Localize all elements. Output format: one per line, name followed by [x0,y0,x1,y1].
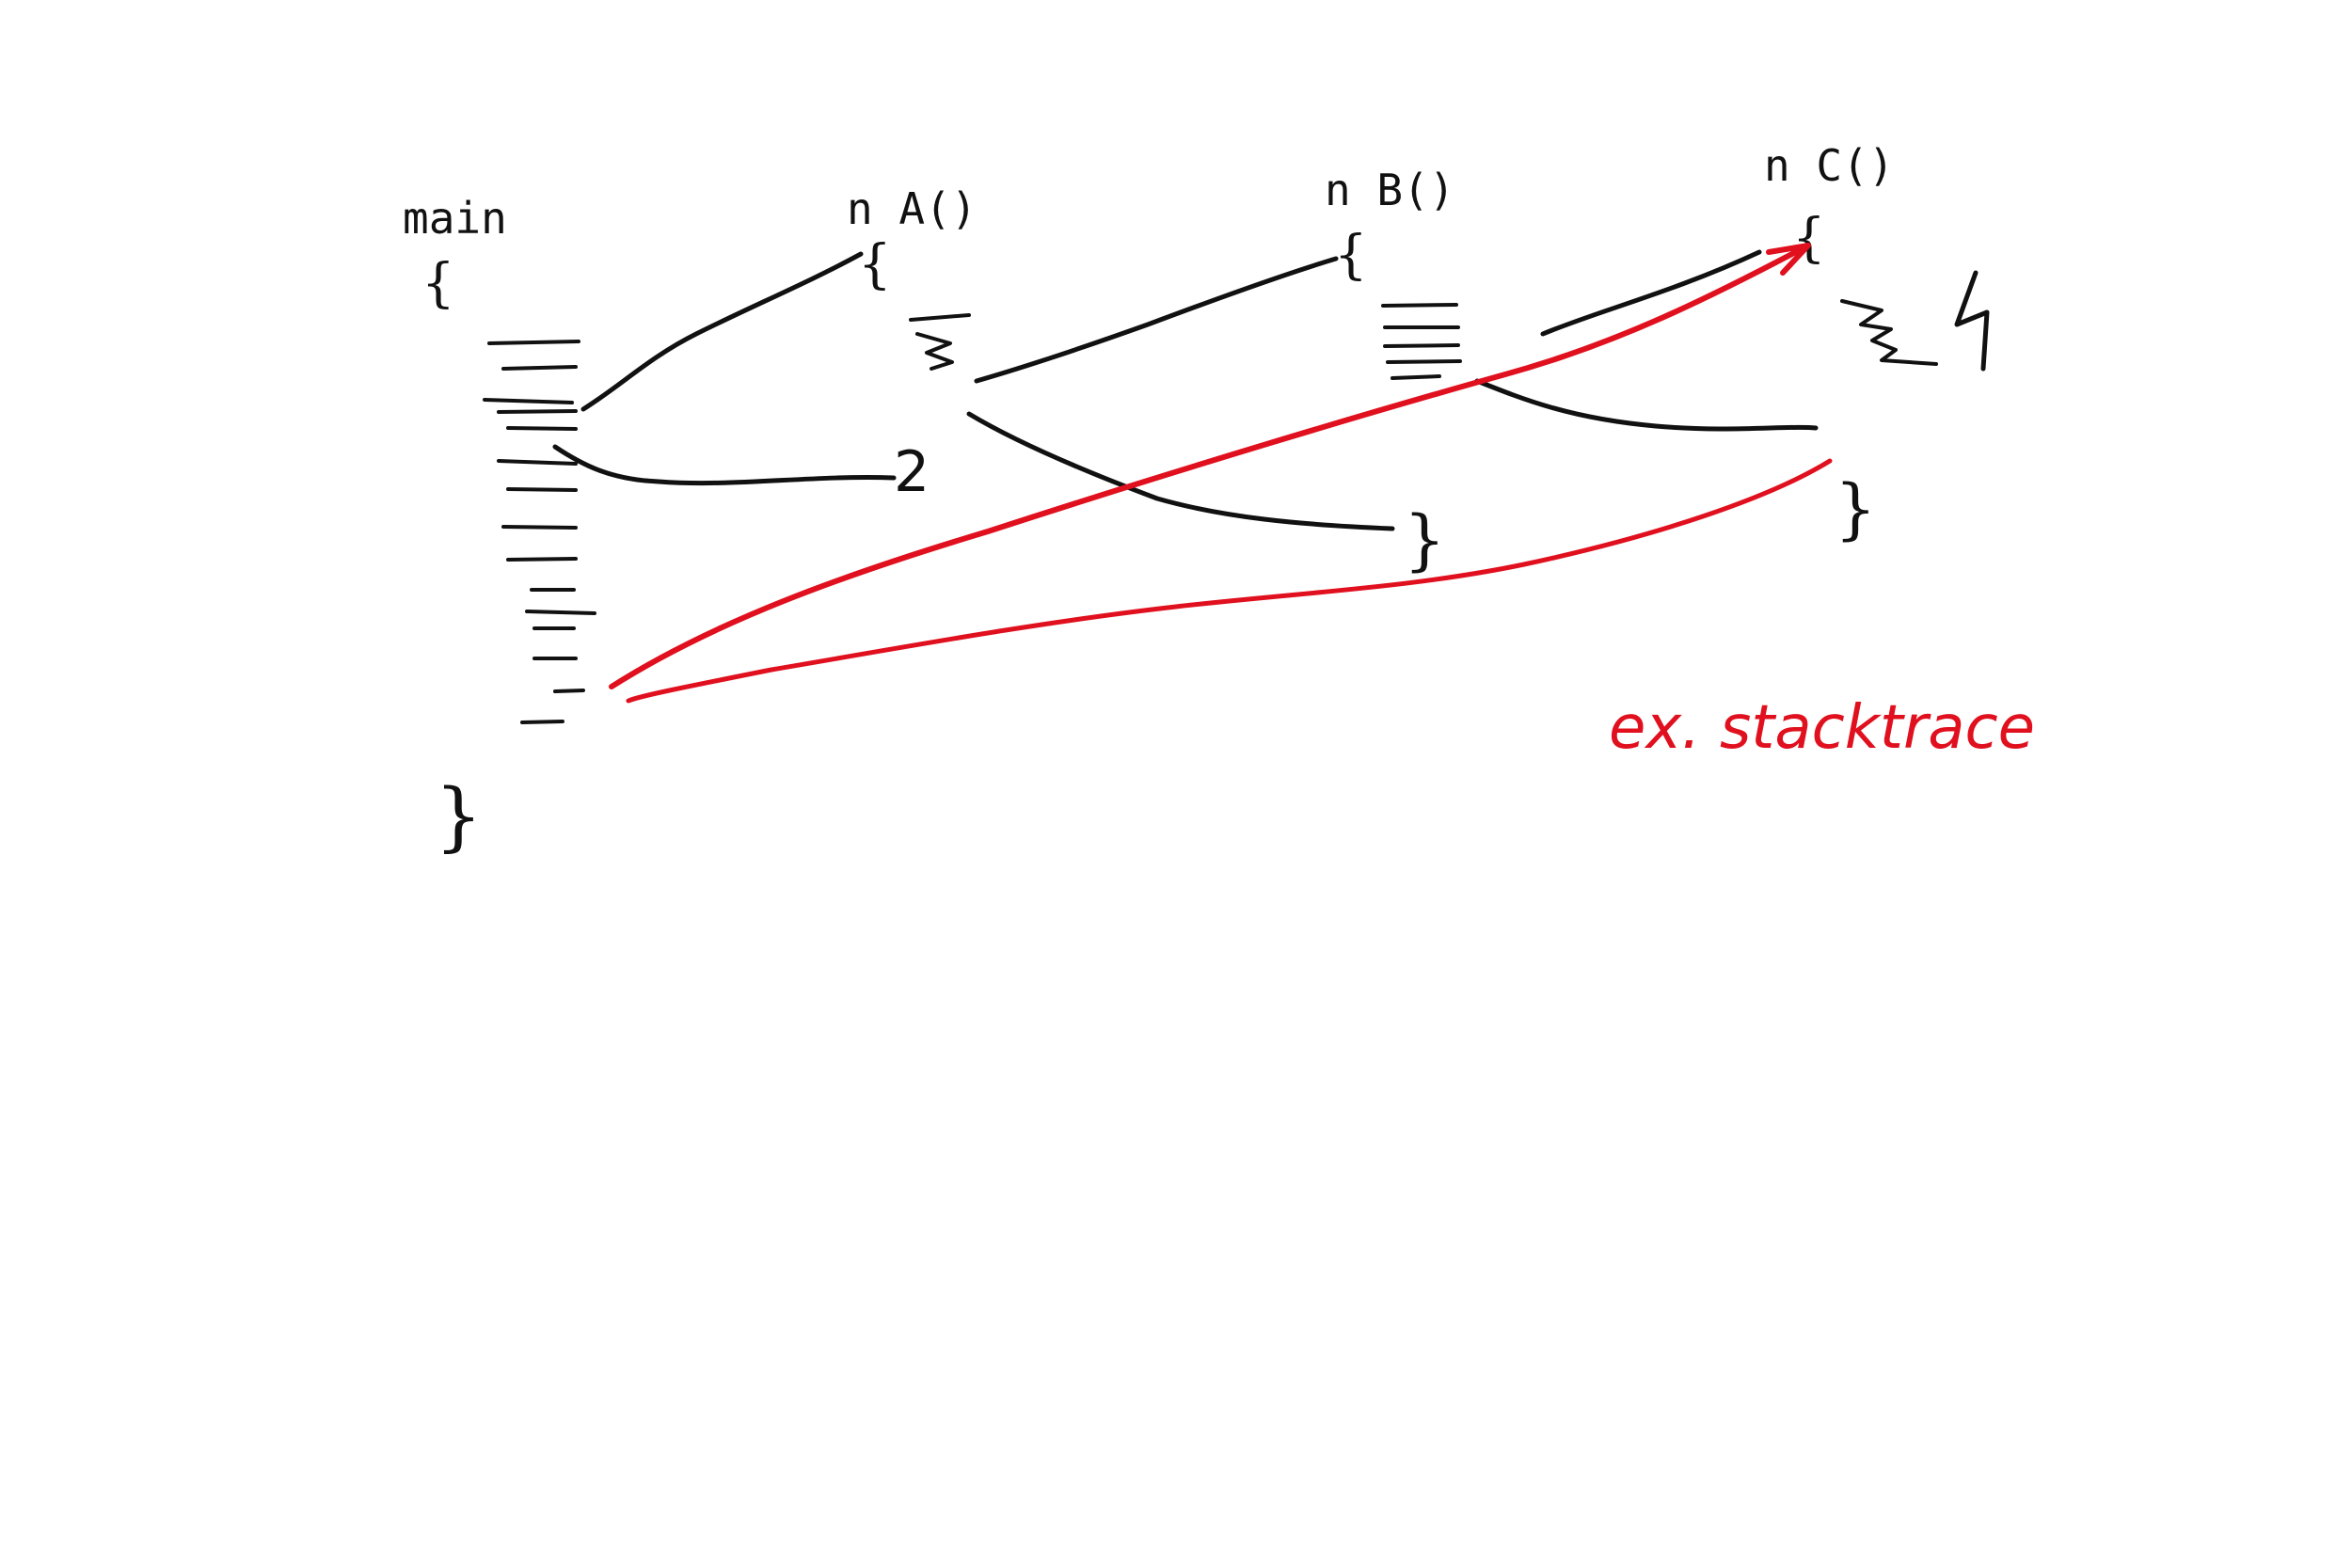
main-body-lines [483,340,596,724]
label-main: main [403,193,507,244]
label-fn-b: n B() [1325,165,1454,215]
fn-a-body-lines [909,313,971,371]
fn-b-body-lines [1381,303,1462,380]
stacktrace-label: ex. stacktrace [1609,693,2035,763]
return-b-to-a [966,411,1395,531]
label-fn-c: n C() [1764,140,1894,191]
lightning-bolt-icon [1954,270,1990,372]
fn-b-close-brace: } [1404,501,1446,578]
stacktrace-arrow-up [609,244,1809,689]
call-arrows [552,249,1819,531]
fn-c-close-brace: } [1835,470,1877,547]
stacktrace-arrows [609,243,1833,704]
fn-a-return-mark: 2 [894,439,930,505]
call-main-to-a [580,251,864,412]
return-a-to-main [552,444,897,486]
call-b-to-c [1540,249,1762,337]
fn-a-open-brace: { [858,234,892,295]
fn-c-body-lines [1840,299,1938,366]
label-fn-a: n A() [847,183,977,234]
call-a-to-b [974,256,1339,384]
main-open-brace: { [421,253,455,314]
fn-b-open-brace: { [1334,225,1368,286]
main-close-brace: } [435,772,483,860]
stacktrace-arrowhead [1766,243,1811,276]
stacktrace-arrow-back [626,458,1833,704]
return-c-to-b [1474,378,1819,432]
